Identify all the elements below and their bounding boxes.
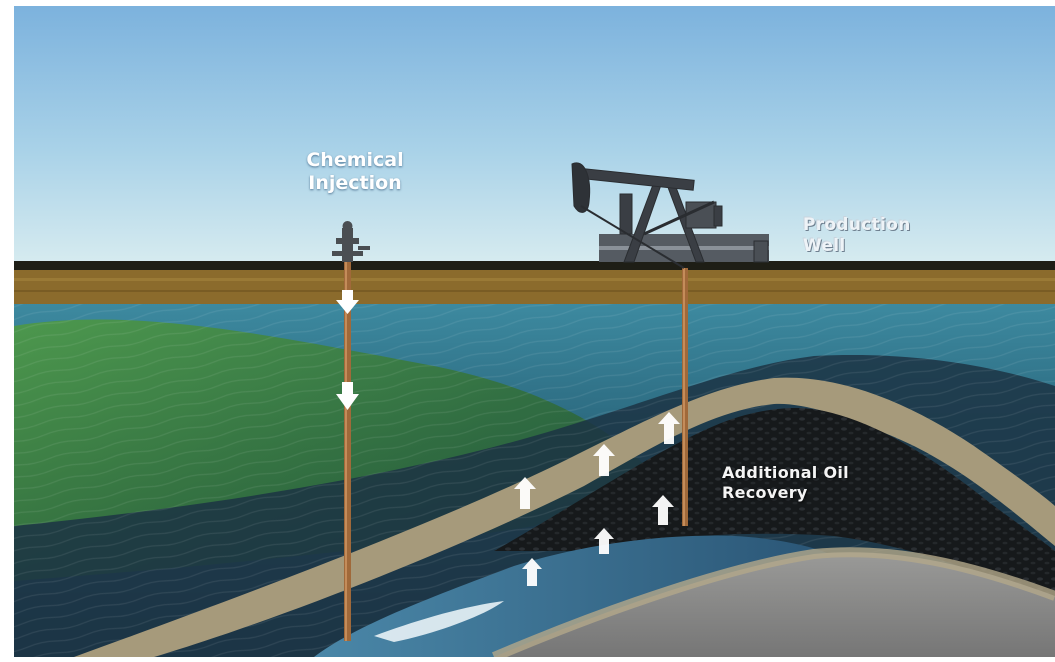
bedrock	[494, 552, 1055, 657]
additional-oil-recovery-label: Additional Oil Recovery	[722, 463, 849, 502]
wellhead-icon	[332, 221, 370, 262]
production-well-label: Production Well	[803, 215, 911, 256]
diagram-canvas	[14, 6, 1055, 662]
oil-recovery-diagram: Chemical Injection Production Well Addit…	[14, 6, 1055, 662]
chemical-injection-line-1: Chemical	[306, 149, 404, 171]
production-well-line-2: Well	[803, 235, 846, 256]
topsoil-layer	[14, 268, 1055, 304]
arrow-up-icon	[514, 477, 536, 509]
additional-oil-recovery-line-2: Recovery	[722, 482, 808, 502]
arrow-up-icon	[658, 412, 680, 444]
additional-oil-recovery-line-1: Additional Oil	[722, 463, 849, 482]
oil-reservoir	[494, 407, 1055, 606]
ground-surface	[14, 261, 1055, 270]
pumpjack-icon	[571, 162, 769, 269]
arrow-down-icon	[336, 290, 359, 314]
chemical-injection-line-2: Injection	[308, 172, 402, 195]
arrow-up-icon	[652, 495, 674, 525]
injection-well-pipe	[344, 256, 351, 641]
arrow-up-icon	[594, 528, 614, 554]
arrow-up-icon	[522, 558, 542, 586]
arrow-down-icon	[336, 382, 359, 410]
cap-rock	[74, 377, 1055, 657]
arrow-up-icon	[593, 444, 615, 476]
sky	[14, 6, 1055, 268]
production-well-line-1: Production	[803, 215, 911, 235]
chemical-injection-label: Chemical Injection	[300, 149, 410, 195]
